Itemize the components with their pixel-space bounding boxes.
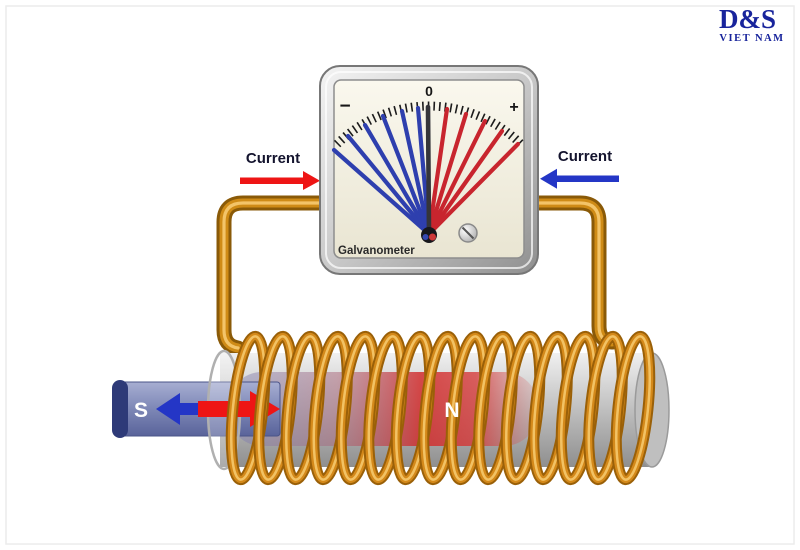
blue-needles [331, 105, 432, 237]
needle-pivot [421, 227, 437, 243]
brand-logo: D&S VIET NAM [719, 4, 784, 44]
north-pole-label: N [444, 399, 459, 422]
blue-needle [399, 108, 432, 237]
red-needle [426, 118, 488, 237]
logo-title: D&S [719, 4, 776, 34]
scale-minus-label: − [339, 96, 350, 117]
logo-subtitle: VIET NAM [719, 33, 784, 44]
red-needle [426, 106, 450, 237]
center-needle [425, 104, 432, 237]
current-indicator-right: Current [540, 148, 619, 189]
blue-needle [380, 113, 432, 237]
screw-icon [458, 223, 478, 243]
current-indicator-left: Current [240, 150, 320, 190]
magnet-end-cap [112, 380, 128, 438]
red-needle [426, 128, 505, 237]
current-arrow-left-icon [540, 168, 619, 189]
scale-plus-label: + [509, 99, 518, 116]
galvanometer-bevel [325, 71, 533, 269]
page-border [5, 5, 795, 545]
current-label-left: Current [246, 150, 300, 167]
galvanometer: 0 − + [319, 65, 539, 275]
south-pole-label: S [134, 399, 148, 422]
scale-zero-label: 0 [425, 83, 433, 99]
red-needles [426, 106, 521, 237]
red-needle [426, 111, 469, 237]
blue-needle [331, 147, 432, 237]
blue-needle [345, 133, 432, 237]
red-needle [426, 141, 521, 237]
current-label-right: Current [558, 148, 612, 165]
galvanometer-label: Galvanometer [338, 245, 415, 257]
blue-needle [362, 122, 432, 237]
left-wire [216, 195, 331, 356]
current-arrow-right-icon [240, 171, 320, 190]
